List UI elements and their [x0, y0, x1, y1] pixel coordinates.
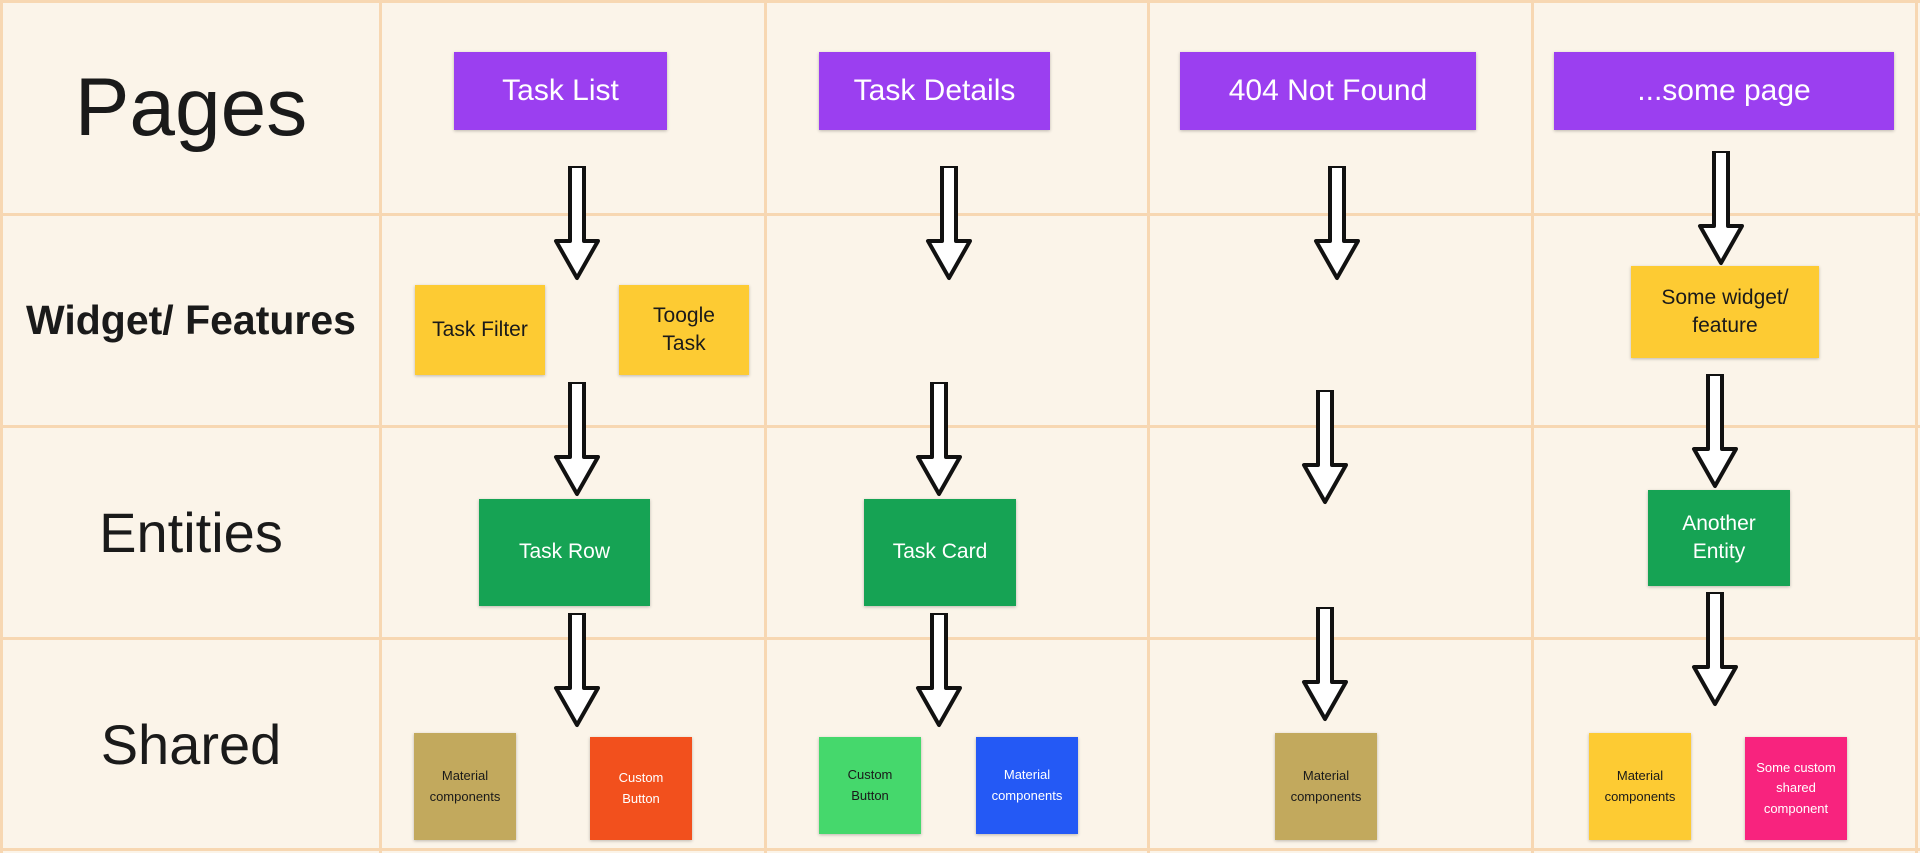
- shared-material-components-1[interactable]: Material components: [414, 733, 516, 840]
- feature-some-widget[interactable]: Some widget/ feature: [1631, 266, 1819, 358]
- grid-line: [0, 213, 1920, 216]
- entity-another-entity-label: Another Entity: [1682, 511, 1756, 563]
- down-arrow-icon: [552, 613, 602, 728]
- grid-line: [0, 848, 1920, 851]
- page-task-details[interactable]: Task Details: [819, 52, 1050, 130]
- down-arrow-icon: [1690, 592, 1740, 707]
- down-arrow-icon: [1300, 607, 1350, 722]
- down-arrow-icon: [1300, 390, 1350, 505]
- feature-some-widget-label: Some widget/ feature: [1661, 285, 1789, 337]
- shared-custom-button-1-label: Custom Button: [618, 770, 664, 806]
- grid-line: [1915, 0, 1918, 853]
- grid-line: [0, 0, 1920, 3]
- grid-line: [0, 637, 1920, 640]
- shared-custom-shared-component-label: Some custom shared component: [1756, 760, 1836, 816]
- shared-material-components-2[interactable]: Material components: [976, 737, 1078, 834]
- entity-task-card[interactable]: Task Card: [864, 499, 1016, 606]
- shared-custom-button-2[interactable]: Custom Button: [819, 737, 921, 834]
- grid-line: [1147, 0, 1150, 853]
- shared-custom-button-1[interactable]: Custom Button: [590, 737, 692, 840]
- down-arrow-icon: [914, 613, 964, 728]
- row-label-shared: Shared: [100, 712, 282, 776]
- grid-line: [379, 0, 382, 853]
- entity-task-row[interactable]: Task Row: [479, 499, 650, 606]
- down-arrow-icon: [1690, 374, 1740, 489]
- row-label-pages: Pages: [74, 62, 308, 153]
- grid-line: [0, 425, 1920, 428]
- down-arrow-icon: [552, 166, 602, 281]
- shared-custom-button-2-label: Custom Button: [847, 767, 893, 803]
- row-label-features: Widget/ Features: [26, 297, 356, 343]
- page-task-list[interactable]: Task List: [454, 52, 667, 130]
- down-arrow-icon: [552, 382, 602, 497]
- shared-material-components-3[interactable]: Material components: [1275, 733, 1377, 840]
- page-some-page[interactable]: ...some page: [1554, 52, 1894, 130]
- down-arrow-icon: [914, 382, 964, 497]
- down-arrow-icon: [924, 166, 974, 281]
- shared-material-components-4[interactable]: Material components: [1589, 733, 1691, 840]
- down-arrow-icon: [1696, 151, 1746, 266]
- grid-line: [1531, 0, 1534, 853]
- grid-line: [764, 0, 767, 853]
- entity-another-entity[interactable]: Another Entity: [1648, 490, 1790, 586]
- page-404-not-found[interactable]: 404 Not Found: [1180, 52, 1476, 130]
- shared-custom-shared-component[interactable]: Some custom shared component: [1745, 737, 1847, 840]
- feature-toogle-task-label: Toogle Task: [653, 303, 715, 355]
- down-arrow-icon: [1312, 166, 1362, 281]
- feature-toogle-task[interactable]: Toogle Task: [619, 285, 749, 375]
- grid-line: [0, 0, 3, 853]
- feature-task-filter[interactable]: Task Filter: [415, 285, 545, 375]
- row-label-entities: Entities: [99, 501, 283, 564]
